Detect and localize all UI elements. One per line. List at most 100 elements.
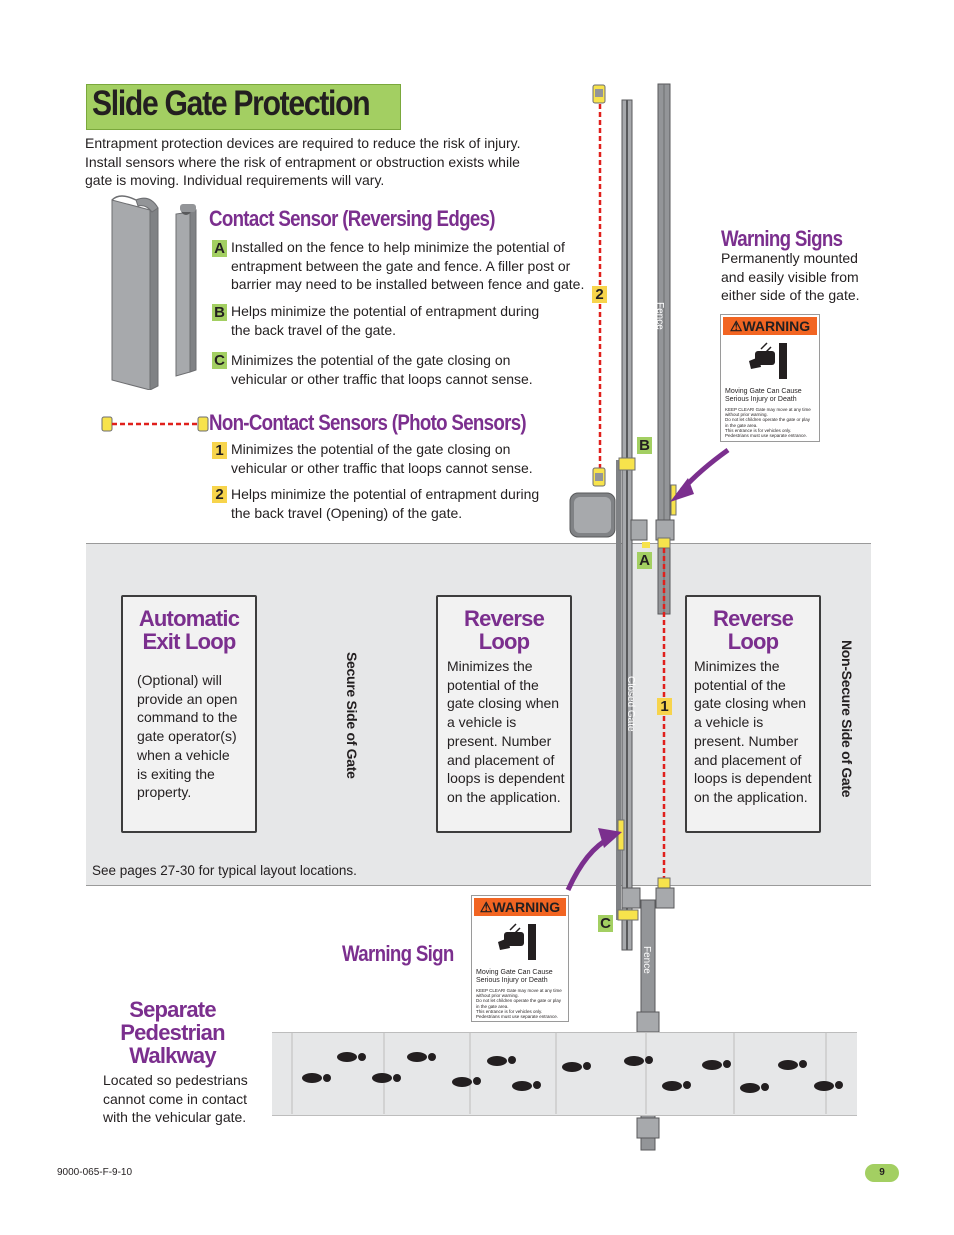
warning-fine-print: KEEP CLEAR! Gate may move at any time wi… (472, 985, 568, 1019)
text-line: gate operator(s) (137, 728, 237, 745)
pedestrian-walkway-area (272, 1032, 857, 1116)
loop-title: Reverse Loop (687, 607, 819, 653)
loop-title-line: Loop (478, 629, 530, 654)
noncontact-item-1: Minimizes the potential of the gate clos… (231, 440, 591, 477)
reversing-edge-illustration (111, 195, 197, 390)
intro-line: Entrapment protection devices are requir… (85, 135, 521, 151)
page-title: Slide Gate Protection (92, 84, 371, 123)
text-line: a vehicle is (447, 714, 517, 731)
contact-item-a: Installed on the fence to help minimize … (231, 238, 591, 294)
text-line: loops is dependent (694, 770, 812, 787)
text-line: vehicular or other traffic that loops ca… (231, 370, 533, 387)
fence-label-bottom: Fence (641, 946, 652, 974)
text-line: gate closing when (694, 695, 807, 712)
text-line: and easily visible from (721, 268, 859, 285)
text-line: Minimizes the potential of the gate clos… (231, 352, 511, 368)
fine-line: in the gate area. (476, 1003, 509, 1009)
gate-fence-diagram (569, 83, 677, 1151)
text-line: potential of the (447, 676, 539, 693)
text-line: on the application. (447, 788, 561, 805)
warning-fine-print: KEEP CLEAR! Gate may move at any time wi… (721, 404, 819, 438)
text-line: Installed on the fence to help minimize … (231, 239, 565, 255)
text-line: Minimizes the (447, 658, 533, 674)
text-line: Minimizes the (694, 658, 780, 674)
reverse-loop-non-secure: Reverse Loop Minimizes the potential of … (685, 595, 821, 833)
footprints-illustration (291, 1032, 843, 1114)
warning-header-text: WARNING (492, 899, 561, 915)
fine-line: without prior warning. (725, 412, 768, 418)
automatic-exit-loop: Automatic Exit Loop (Optional) will prov… (121, 595, 257, 833)
text-line: provide an open (137, 690, 238, 707)
text-line: a vehicle is (694, 714, 764, 731)
fine-line: Do not let children operate the gate or … (476, 998, 562, 1004)
layout-note: See pages 27-30 for typical layout locat… (92, 863, 357, 878)
contact-item-c: Minimizes the potential of the gate clos… (231, 351, 591, 388)
fine-line: This entrance is for vehicles only. (476, 1008, 543, 1014)
warning-sign-heading: Warning Sign (342, 941, 454, 966)
intro-text: Entrapment protection devices are requir… (85, 134, 545, 190)
warning-header: ⚠WARNING (723, 317, 817, 335)
pinch-hazard-icon (498, 923, 536, 960)
warning-header: ⚠WARNING (474, 898, 566, 916)
pedestrian-walkway-text: Located so pedestrians cannot come in co… (103, 1071, 273, 1127)
heading-line: Walkway (129, 1043, 216, 1068)
pinch-hazard-icon (749, 342, 787, 379)
document-code: 9000-065-F-9-10 (57, 1167, 133, 1178)
loop-title: Automatic Exit Loop (123, 607, 255, 653)
loop-title-line: Reverse (463, 606, 545, 631)
warning-triangle-icon: ⚠ (729, 318, 743, 334)
badge-c: C (212, 352, 227, 369)
text-line: the back travel (Opening) of the gate. (231, 504, 463, 521)
text-line: barrier may need to be installed between… (231, 276, 585, 293)
fine-line: Do not let children operate the gate or … (725, 417, 811, 423)
contact-sensor-heading: Contact Sensor (Reversing Edges) (209, 206, 496, 231)
text-line: either side of the gate. (721, 287, 860, 304)
text-line: on the application. (694, 788, 808, 805)
caption-line: Moving Gate Can Cause (725, 388, 802, 395)
warning-caption: Moving Gate Can Cause Serious Injury or … (472, 969, 568, 985)
warning-signs-heading: Warning Signs (721, 226, 843, 251)
loop-title-line: Exit Loop (142, 629, 236, 654)
text-line: loops is dependent (447, 770, 565, 787)
reverse-loop-secure: Reverse Loop Minimizes the potential of … (436, 595, 572, 833)
text-line: present. Number (694, 732, 799, 749)
text-line: present. Number (447, 732, 552, 749)
fence-label-top: Fence (654, 302, 665, 330)
noncontact-item-2: Helps minimize the potential of entrapme… (231, 485, 591, 522)
badge-2: 2 (212, 486, 227, 503)
warning-caption: Moving Gate Can Cause Serious Injury or … (721, 388, 819, 404)
contact-item-b: Helps minimize the potential of entrapme… (231, 302, 591, 339)
caption-line: Serious Injury or Death (476, 977, 548, 984)
warning-signs-text: Permanently mounted and easily visible f… (721, 249, 891, 305)
diagram-badge-2: 2 (592, 286, 607, 303)
loop-title: Reverse Loop (438, 607, 570, 653)
fine-line: KEEP CLEAR! Gate may move at any time (476, 988, 562, 993)
non-secure-side-label: Non-Secure Side of Gate (839, 640, 855, 798)
diagram-badge-b: B (637, 437, 652, 454)
text-line: and placement of (447, 751, 555, 768)
text-line: cannot come in contact (103, 1090, 247, 1107)
caption-line: Serious Injury or Death (725, 396, 797, 403)
loop-description: (Optional) will provide an open command … (137, 671, 255, 802)
heading-line: Pedestrian (120, 1020, 225, 1045)
text-line: (Optional) will (137, 672, 222, 688)
page-number: 9 (865, 1164, 899, 1182)
loop-title-line: Automatic (138, 606, 240, 631)
fine-line: Pedestrians must use separate entrance. (725, 433, 808, 439)
text-line: command to the (137, 709, 238, 726)
badge-a: A (212, 240, 227, 257)
badge-b: B (212, 304, 227, 321)
text-line: is exiting the (137, 765, 215, 782)
caption-line: Moving Gate Can Cause (476, 969, 553, 976)
secure-side-label: Secure Side of Gate (344, 652, 360, 779)
heading-line: Separate (129, 997, 216, 1022)
loop-description: Minimizes the potential of the gate clos… (447, 657, 570, 807)
warning-header-text: WARNING (742, 318, 811, 334)
diagram-badge-a: A (637, 552, 652, 569)
text-line: with the vehicular gate. (103, 1109, 247, 1126)
intro-line: gate is moving. Individual requirements … (85, 172, 385, 189)
text-line: potential of the (694, 676, 786, 693)
loop-title-line: Reverse (712, 606, 794, 631)
text-line: Located so pedestrians (103, 1072, 248, 1088)
text-line: entrapment between the gate and fence. A… (231, 257, 571, 274)
